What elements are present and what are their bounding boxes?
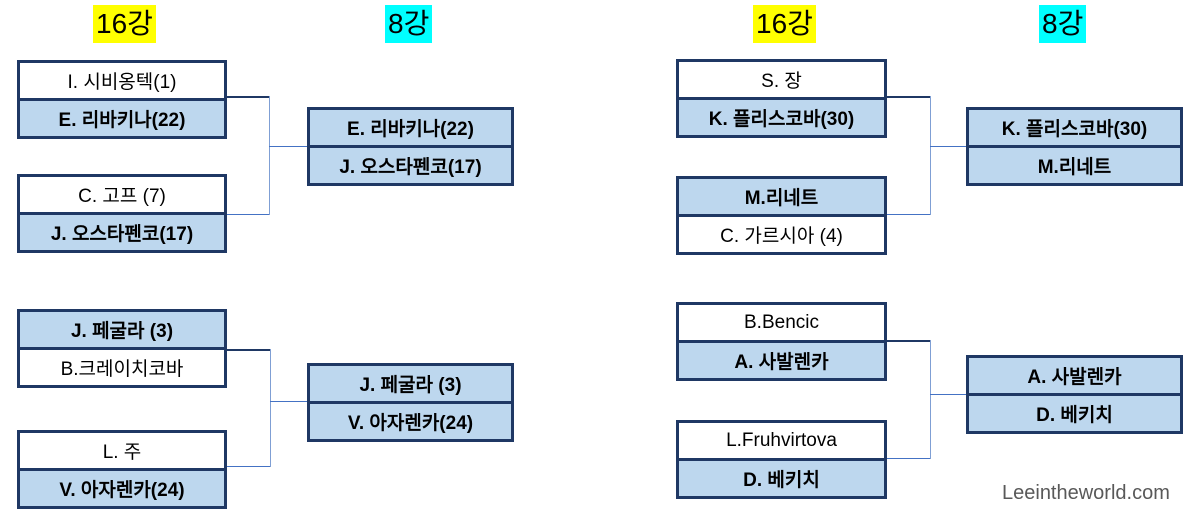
match-r16-1: I. 시비옹텍(1) E. 리바키나(22) [17,60,227,139]
player-name-winner: K. 플리스코바(30) [679,97,884,135]
player-name-winner: D. 베키치 [969,393,1180,431]
connector-line [270,349,271,467]
player-name-winner: J. 페굴라 (3) [310,366,511,401]
connector-line [930,96,931,215]
player-name: B.크레이치코바 [20,347,224,385]
player-name-winner: J. 페굴라 (3) [20,312,224,347]
player-name-winner: A. 사발렌카 [679,340,884,378]
connector-line [887,214,930,215]
player-name: L. 주 [20,433,224,468]
header-left-quarterfinal: 8강 [385,5,433,43]
player-name: C. 고프 (7) [20,177,224,212]
connector-line [930,394,966,395]
player-name-winner: M.리네트 [969,145,1180,183]
connector-line [227,349,270,351]
match-r16-8: L.Fruhvirtova D. 베키치 [676,420,887,499]
match-r16-7: B.Bencic A. 사발렌카 [676,302,887,381]
match-r16-6: M.리네트 C. 가르시아 (4) [676,176,887,255]
player-name: C. 가르시아 (4) [679,214,884,252]
match-r16-5: S. 장 K. 플리스코바(30) [676,59,887,138]
player-name-winner: V. 아자렌카(24) [310,401,511,439]
connector-line [930,146,966,147]
player-name-winner: K. 플리스코바(30) [969,110,1180,145]
header-right-round16: 16강 [753,5,816,43]
connector-line [887,96,930,98]
connector-line [227,96,269,98]
player-name-winner: J. 오스타펜코(17) [310,145,511,183]
match-r16-2: C. 고프 (7) J. 오스타펜코(17) [17,174,227,253]
player-name: I. 시비옹텍(1) [20,63,224,98]
player-name-winner: A. 사발렌카 [969,358,1180,393]
player-name: L.Fruhvirtova [679,423,884,458]
connector-line [227,466,270,467]
match-qf-4: A. 사발렌카 D. 베키치 [966,355,1183,434]
connector-line [887,458,930,459]
match-r16-4: L. 주 V. 아자렌카(24) [17,430,227,509]
header-left-round16: 16강 [93,5,156,43]
connector-line [270,401,307,402]
match-qf-1: E. 리바키나(22) J. 오스타펜코(17) [307,107,514,186]
player-name-winner: V. 아자렌카(24) [20,468,224,506]
player-name-winner: J. 오스타펜코(17) [20,212,224,250]
connector-line [930,340,931,459]
player-name-winner: E. 리바키나(22) [20,98,224,136]
player-name-winner: M.리네트 [679,179,884,214]
match-r16-3: J. 페굴라 (3) B.크레이치코바 [17,309,227,388]
connector-line [269,146,307,147]
connector-line [227,214,269,215]
site-watermark: Leeintheworld.com [1002,482,1170,504]
player-name: S. 장 [679,62,884,97]
match-qf-2: J. 페굴라 (3) V. 아자렌카(24) [307,363,514,442]
player-name-winner: E. 리바키나(22) [310,110,511,145]
header-right-quarterfinal: 8강 [1039,5,1087,43]
player-name: B.Bencic [679,305,884,340]
match-qf-3: K. 플리스코바(30) M.리네트 [966,107,1183,186]
connector-line [887,340,930,342]
player-name-winner: D. 베키치 [679,458,884,496]
connector-line [269,96,270,215]
